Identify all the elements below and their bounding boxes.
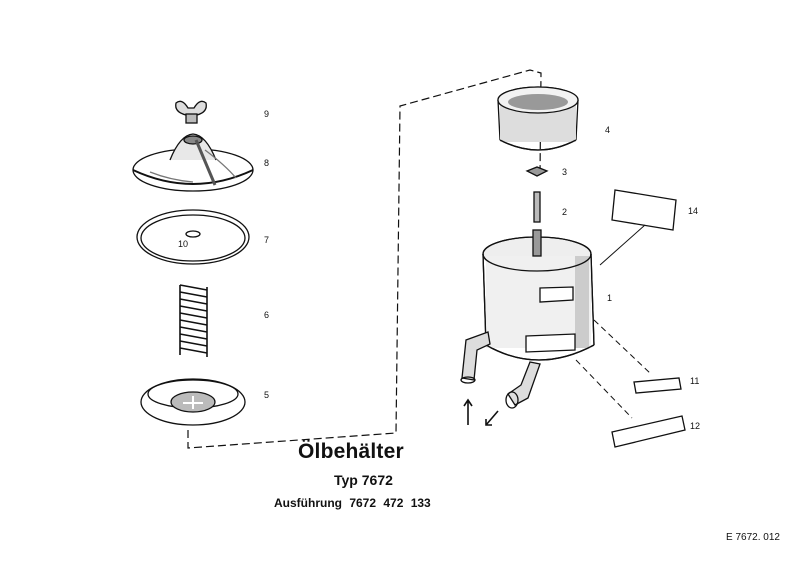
diagram-title: Ölbehälter — [298, 440, 404, 463]
wing-nut-part — [175, 100, 207, 124]
dashed-assembly-line — [187, 69, 542, 449]
part-label-3: 3 — [562, 167, 568, 177]
part-label-14: 14 — [688, 206, 699, 216]
cover-part — [132, 133, 254, 192]
filter-ring-part — [497, 86, 579, 151]
leader-lines — [575, 224, 653, 419]
nut-part — [525, 166, 549, 177]
oil-container-part — [460, 229, 595, 409]
part-label-8: 8 — [264, 158, 270, 168]
variant-line: Ausführung 7672 472 133 — [274, 496, 431, 510]
flow-arrows — [463, 398, 499, 426]
stud-part — [533, 191, 541, 223]
part-label-12: 12 — [690, 421, 701, 431]
part-label-5: 5 — [264, 390, 270, 400]
drawing-code: E 7672. 012 — [726, 532, 780, 543]
part-label-11: 11 — [690, 376, 700, 386]
part-label-10: 10 — [178, 239, 189, 249]
gasket-part — [136, 209, 250, 265]
part-label-9: 9 — [264, 109, 270, 119]
part-label-1: 1 — [607, 293, 613, 303]
type-line: Typ 7672 — [334, 472, 393, 488]
filter-base-part — [140, 378, 246, 426]
label-plate-11 — [633, 377, 682, 394]
spring-part — [179, 284, 208, 357]
label-plate-14 — [611, 189, 677, 231]
part-label-2: 2 — [562, 207, 568, 217]
part-label-4: 4 — [605, 125, 611, 135]
part-label-6: 6 — [264, 310, 270, 320]
label-plate-12 — [611, 415, 686, 448]
part-label-7: 7 — [264, 235, 270, 245]
